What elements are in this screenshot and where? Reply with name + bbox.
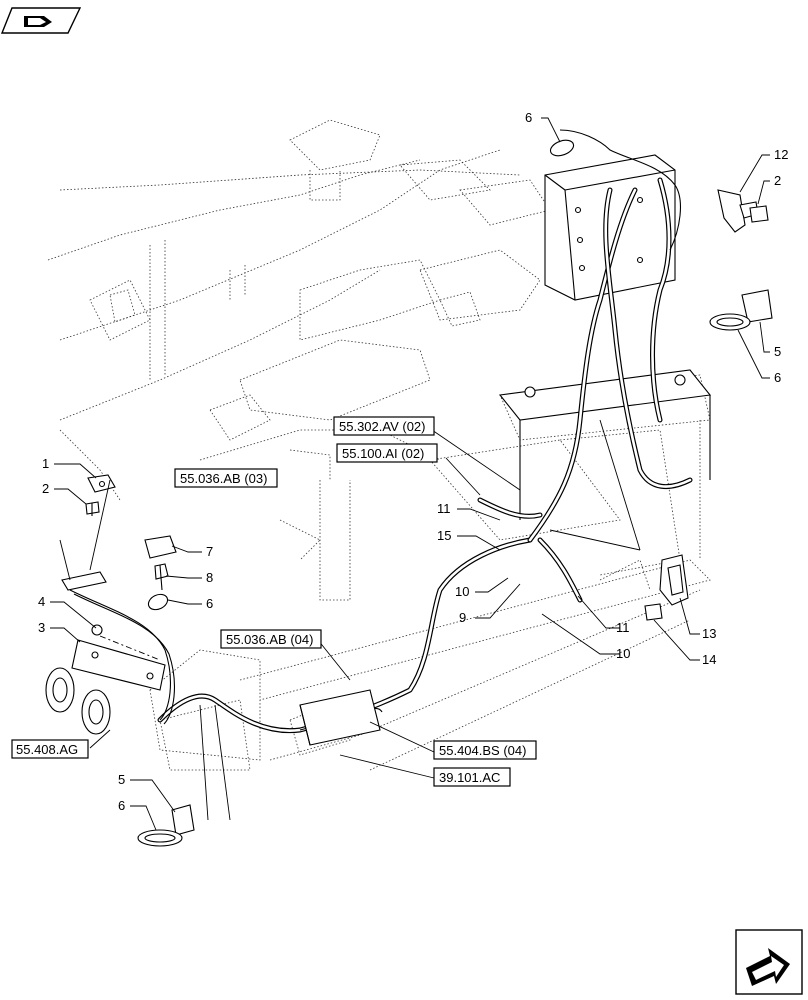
tie-part-6-top [549,139,575,157]
bracket-part-13 [659,554,689,606]
callout-1: 1 [42,456,49,471]
callout-6-top: 6 [525,110,532,125]
svg-text:39.101.AC: 39.101.AC [439,770,500,785]
ref-55-036-ab-03[interactable]: 55.036.AB (03) [174,468,278,488]
svg-text:55.036.AB (03): 55.036.AB (03) [180,471,267,486]
clip-part-5-right [741,289,773,323]
svg-text:55.408.AG: 55.408.AG [16,742,78,757]
callout-5-bottom: 5 [118,772,125,787]
ref-55-036-ab-04[interactable]: 55.036.AB (04) [220,629,322,649]
bolt-part-2-right [749,205,769,223]
svg-text:55.036.AB (04): 55.036.AB (04) [226,632,313,647]
callout-4: 4 [38,594,45,609]
machine-frame-outline [47,119,711,771]
callout-3: 3 [38,620,45,635]
bolt-part-2-left [85,501,100,516]
ref-55-408-ag[interactable]: 55.408.AG [11,739,89,759]
callout-numbers: 1 2 4 3 5 6 7 8 6 6 12 2 5 6 11 15 10 9 … [38,110,788,813]
callout-9: 9 [459,610,466,625]
callout-11-bottom: 11 [616,620,630,635]
clip-part-1 [87,474,116,493]
callout-2-left: 2 [42,481,49,496]
callout-2-right: 2 [774,173,781,188]
callout-12: 12 [774,147,788,162]
callout-5-right: 5 [774,344,781,359]
callout-11-top: 11 [437,501,451,516]
control-box [544,154,676,301]
callout-7: 7 [206,544,213,559]
callout-15: 15 [437,528,451,543]
wiring-harness [69,129,693,734]
book-hand-icon[interactable] [0,7,82,34]
callout-10-bottom: 10 [616,646,630,661]
relay-unit [299,689,381,746]
clip-part-7 [144,535,177,559]
svg-text:55.302.AV (02): 55.302.AV (02) [339,419,425,434]
callout-8: 8 [206,570,213,585]
battery [498,369,712,520]
leader-lines [50,117,770,831]
clip-part-5-bottom [171,804,195,836]
bolt-part-14 [644,603,663,621]
ref-55-302-av-02[interactable]: 55.302.AV (02) [333,416,435,436]
tie-part-6-left [147,593,169,611]
ref-55-404-bs-04[interactable]: 55.404.BS (04) [433,740,537,760]
svg-text:55.404.BS (04): 55.404.BS (04) [439,743,526,758]
callout-6-left: 6 [206,596,213,611]
bolt-part-8 [154,563,169,591]
tie-part-6-right [709,313,751,331]
callout-14: 14 [702,652,716,667]
ref-39-101-ac[interactable]: 39.101.AC [433,767,511,787]
next-page-arrow-icon[interactable] [735,929,803,995]
svg-text:55.100.AI (02): 55.100.AI (02) [342,446,424,461]
ref-55-100-ai-02[interactable]: 55.100.AI (02) [336,443,438,463]
sensor-part-4 [61,571,107,636]
callout-10-top: 10 [455,584,469,599]
callout-13: 13 [702,626,716,641]
callout-6-bottom: 6 [118,798,125,813]
tie-part-6-bottom [137,829,183,847]
horn-assembly [45,635,166,735]
callout-6-right: 6 [774,370,781,385]
